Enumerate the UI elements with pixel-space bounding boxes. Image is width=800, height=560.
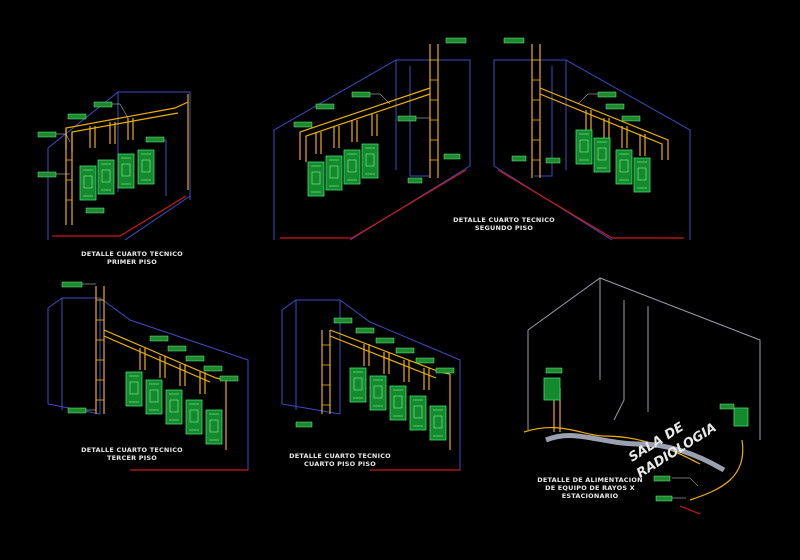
caption-third-floor-line2: TERCER PISO bbox=[107, 454, 157, 462]
caption-fourth-floor-line2: CUARTO PISO PISO bbox=[304, 460, 376, 468]
caption-second-floor-line2: SEGUNDO PISO bbox=[475, 224, 533, 232]
detail-first-floor: DETALLE CUARTO TECNICO PRIMER PISO bbox=[37, 91, 191, 266]
caption-xray-line2: DE EQUIPO DE RAYOS X bbox=[545, 484, 635, 492]
caption-fourth-floor-line1: DETALLE CUARTO TECNICO bbox=[289, 452, 391, 460]
caption-first-floor-line1: DETALLE CUARTO TECNICO bbox=[81, 250, 183, 258]
caption-second-floor-line1: DETALLE CUARTO TECNICO bbox=[453, 216, 555, 224]
caption-xray-line3: ESTACIONARIO bbox=[562, 492, 619, 500]
detail-second-floor: DETALLE CUARTO TECNICO SEGUNDO PISO bbox=[273, 37, 691, 241]
caption-third-floor-line1: DETALLE CUARTO TECNICO bbox=[81, 446, 183, 454]
caption-first-floor-line2: PRIMER PISO bbox=[107, 258, 157, 266]
detail-radiology-room: SALA DE RADIOLOGIA DETALLE DE ALIMENTACI… bbox=[523, 277, 761, 515]
detail-fourth-floor: DETALLE CUARTO TECNICO CUARTO PISO PISO bbox=[281, 299, 461, 471]
caption-xray-line1: DETALLE DE ALIMENTACION bbox=[537, 476, 643, 484]
detail-third-floor: DETALLE CUARTO TECNICO TERCER PISO bbox=[47, 281, 249, 471]
